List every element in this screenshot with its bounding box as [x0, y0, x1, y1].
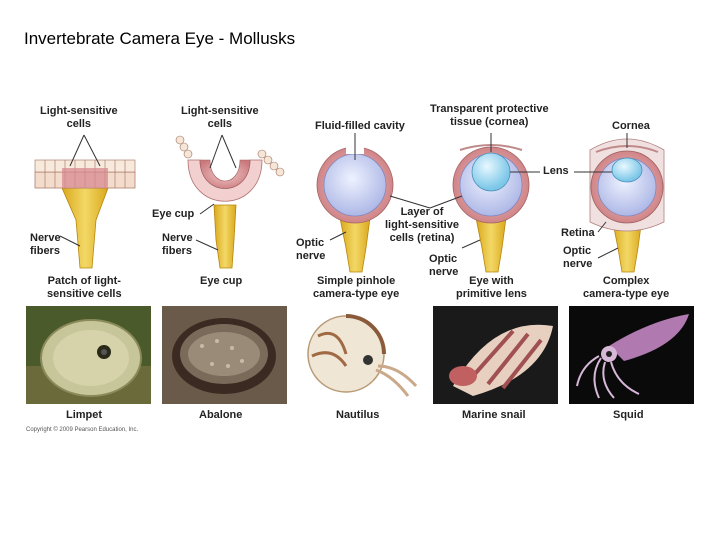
label-nerve-fibers-1: Nerve fibers — [30, 232, 61, 258]
label-optic-nerve-2: Optic nerve — [429, 253, 458, 279]
pinhole-eye-drawing — [317, 133, 430, 272]
label-optic-nerve-1: Optic nerve — [296, 237, 325, 263]
abalone-photo — [162, 306, 287, 404]
label-light-sensitive-cells-1: Light-sensitive cells — [40, 105, 118, 131]
label-fluid-filled-cavity: Fluid-filled cavity — [315, 120, 405, 133]
label-retina: Retina — [561, 227, 595, 240]
label-optic-nerve-3: Optic nerve — [563, 245, 592, 271]
eye-evolution-diagram — [0, 0, 720, 300]
caption-complex: Complex camera-type eye — [583, 275, 669, 301]
animal-label-abalone: Abalone — [199, 409, 242, 422]
caption-pinhole: Simple pinhole camera-type eye — [313, 275, 399, 301]
label-layer-retina: Layer of light-sensitive cells (retina) — [385, 206, 459, 245]
caption-eye-cup: Eye cup — [200, 275, 242, 288]
label-eye-cup: Eye cup — [152, 208, 194, 221]
marine-snail-photo — [433, 306, 558, 404]
limpet-photo — [26, 306, 151, 404]
animal-label-limpet: Limpet — [66, 409, 102, 422]
animal-label-squid: Squid — [613, 409, 644, 422]
copyright-notice: Copyright © 2009 Pearson Education, Inc. — [26, 427, 138, 433]
label-nerve-fibers-2: Nerve fibers — [162, 232, 193, 258]
animal-label-nautilus: Nautilus — [336, 409, 379, 422]
nautilus-photo — [298, 306, 423, 404]
label-lens: Lens — [543, 165, 569, 178]
squid-photo — [569, 306, 694, 404]
primitive-lens-eye-drawing — [430, 133, 540, 272]
label-cornea: Cornea — [612, 120, 650, 133]
caption-primitive-lens: Eye with primitive lens — [456, 275, 527, 301]
animal-label-marine-snail: Marine snail — [462, 409, 526, 422]
label-transparent-tissue: Transparent protective tissue (cornea) — [430, 103, 549, 129]
caption-patch: Patch of light- sensitive cells — [47, 275, 122, 301]
label-light-sensitive-cells-2: Light-sensitive cells — [181, 105, 259, 131]
